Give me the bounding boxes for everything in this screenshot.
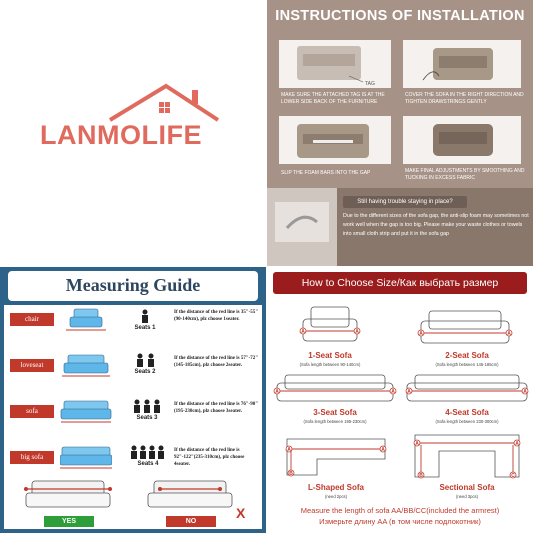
size-desc-big-sofa: If the distance of the red line is 92"-1… xyxy=(174,448,245,467)
sectional-sofa-drawing: A A B C xyxy=(413,434,521,479)
measuring-table: chair Seats 1 If the distance of the red… xyxy=(4,305,262,529)
mark-a: A xyxy=(381,447,385,453)
brand-logo: LANMOLIFE xyxy=(40,80,230,170)
measure-note-ru: Измерьте длину AA (в том числе подлокотн… xyxy=(319,517,481,526)
four-persons-icon xyxy=(131,445,164,459)
mark-a: A xyxy=(275,389,279,395)
house-roof-icon xyxy=(108,83,220,122)
mark-c: C xyxy=(511,473,515,479)
mark-a: A xyxy=(523,389,527,395)
sofa-icon xyxy=(60,400,112,423)
sofa-name-4: 4-Seat Sofa xyxy=(445,408,489,417)
sofa-cover-illustration xyxy=(422,48,493,81)
sofa-name-6: Sectional Sofa xyxy=(439,483,495,492)
brand-name: LANMOLIFE xyxy=(40,120,202,150)
sofa-gap-photo xyxy=(267,188,337,266)
sofa-name-5: L-Shaped Sofa xyxy=(307,483,364,492)
sofa-name-1: 1-Seat Sofa xyxy=(308,351,352,360)
mark-a: A xyxy=(391,389,395,395)
size-desc-loveseat: If the distance of the red line is 57"-7… xyxy=(174,356,259,368)
person-icon xyxy=(142,309,148,323)
sofa-name-2: 2-Seat Sofa xyxy=(445,351,489,360)
two-seat-sofa-drawing: A A xyxy=(417,310,513,344)
foam-bars-illustration xyxy=(297,124,369,158)
three-seat-sofa-drawing: A A xyxy=(273,374,397,402)
seats-count-4: Seats 4 xyxy=(137,461,159,467)
no-badge: NO xyxy=(166,516,216,527)
size-desc-sofa: If the distance of the red line is 76"-9… xyxy=(174,402,259,414)
mark-a: A xyxy=(507,331,511,337)
measuring-title-box: Measuring Guide xyxy=(8,271,258,301)
tag-label: TAG xyxy=(365,81,375,87)
step-4-image xyxy=(403,116,521,164)
size-label-sofa: sofa xyxy=(10,405,54,418)
yes-badge: YES xyxy=(44,516,94,527)
seats-count-2: Seats 2 xyxy=(134,369,156,375)
step-3-image xyxy=(279,116,391,164)
choose-size-panel: How to Choose Size/Как выбрать размер A … xyxy=(267,267,533,533)
three-persons-icon xyxy=(134,399,160,413)
x-mark-icon: X xyxy=(236,505,246,521)
mark-a: A xyxy=(407,389,411,395)
two-persons-icon xyxy=(137,353,154,367)
choose-size-title-box: How to Choose Size/Как выбрать размер xyxy=(273,272,527,294)
mark-a: A xyxy=(287,447,291,453)
sofa-name-3: 3-Seat Sofa xyxy=(313,408,357,417)
measuring-guide-panel: Measuring Guide chair Seats 1 If the dis… xyxy=(0,267,266,533)
one-seat-sofa-drawing: A A xyxy=(299,306,361,342)
step-3-caption: SLIP THE FOAM BARS INTO THE GAP xyxy=(281,170,371,176)
size-label-big-sofa: big sofa xyxy=(10,451,54,464)
sofa-sub-5: (need 2pcs) xyxy=(324,494,348,499)
size-label-loveseat: loveseat xyxy=(10,359,54,372)
mark-b: B xyxy=(289,471,293,477)
step-4-caption: MAKE FINAL ADJUSTMENTS BY SMOOTHING AND … xyxy=(405,168,525,181)
installation-panel: INSTRUCTIONS OF INSTALLATION TAG MAKE SU… xyxy=(267,0,533,266)
mark-a: A xyxy=(419,331,423,337)
measure-note-en: Measure the length of sofa AA/BB/CC(incl… xyxy=(300,506,500,515)
covered-sofa-illustration xyxy=(433,124,493,156)
mark-a: A xyxy=(415,441,419,447)
sofa-sub-2: (Sofa length between 145-185cm) xyxy=(435,362,499,367)
sofa-tag-illustration: TAG xyxy=(297,46,375,87)
sofa-sub-1: (Sofa length between 90-140cm) xyxy=(299,362,361,367)
seats-count-3: Seats 3 xyxy=(136,415,158,421)
correct-measure-illustration xyxy=(24,480,112,508)
four-seat-sofa-drawing: A A xyxy=(405,374,529,402)
step-2-image xyxy=(403,40,521,88)
choose-size-title: How to Choose Size/Как выбрать размер xyxy=(301,277,499,289)
mark-a: A xyxy=(301,329,305,335)
installation-title: INSTRUCTIONS OF INSTALLATION xyxy=(275,8,525,24)
mark-a: A xyxy=(355,329,359,335)
help-text: Due to the different sizes of the sofa g… xyxy=(343,213,529,237)
big-sofa-icon xyxy=(60,446,112,469)
help-button: Still having trouble staying in place? xyxy=(343,196,467,208)
sofa-sub-6: (need 3pcs) xyxy=(455,494,479,499)
l-shaped-sofa-drawing: A A B xyxy=(285,438,387,477)
wrong-measure-illustration xyxy=(147,480,233,508)
mark-b: B xyxy=(419,473,423,479)
step-1-image: TAG xyxy=(279,40,391,88)
chair-icon xyxy=(66,308,106,331)
loveseat-icon xyxy=(62,354,110,377)
sofa-sub-4: (Sofa length between 230-300cm) xyxy=(435,419,499,424)
sofa-sub-3: (Sofa length between 195-230cm) xyxy=(303,419,367,424)
seats-count-1: Seats 1 xyxy=(134,325,156,331)
logo-panel: LANMOLIFE xyxy=(0,0,266,266)
step-2-caption: COVER THE SOFA IN THE RIGHT DIRECTION AN… xyxy=(405,92,524,105)
size-label-chair: chair xyxy=(10,313,54,326)
mark-a: A xyxy=(515,441,519,447)
measuring-title: Measuring Guide xyxy=(65,275,201,295)
size-desc-chair: If the distance of the red line is 35"-5… xyxy=(174,310,259,322)
step-1-caption: MAKE SURE THE ATTACHED TAG IS AT THE LOW… xyxy=(281,92,385,105)
